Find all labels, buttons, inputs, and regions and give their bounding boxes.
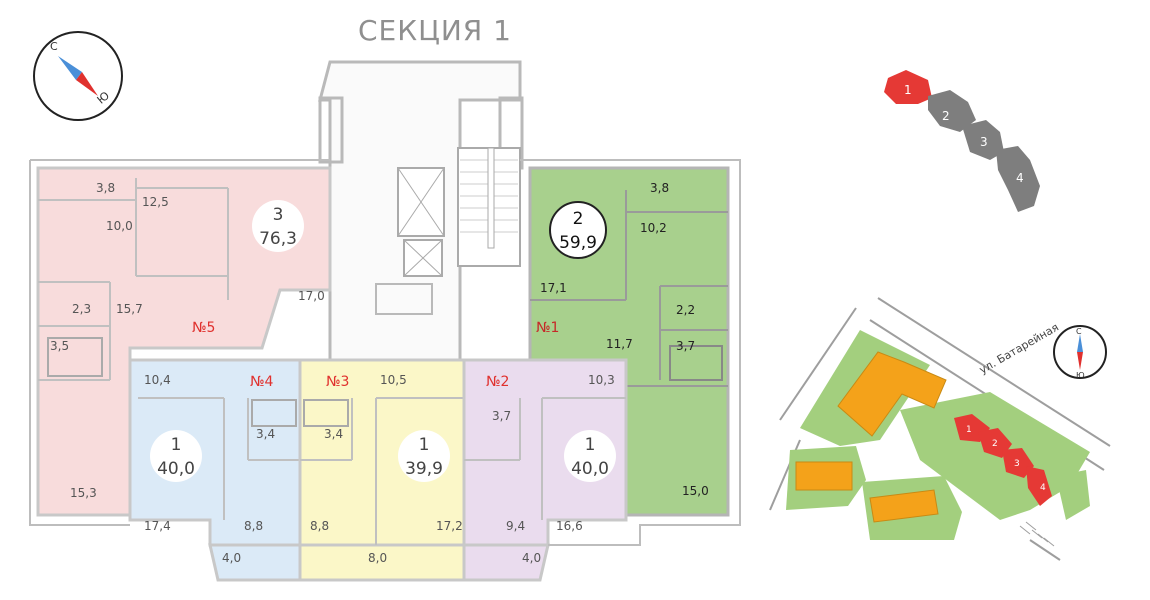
key-plan-section-3[interactable] bbox=[962, 120, 1004, 160]
street-label: ул. Батарейная bbox=[977, 321, 1061, 377]
building-outline bbox=[29, 159, 741, 546]
room-area: 16,6 bbox=[556, 519, 583, 533]
room-area: 10,3 bbox=[588, 373, 615, 387]
site-compass: С Ю bbox=[1053, 325, 1107, 380]
room-area: 9,4 bbox=[506, 519, 525, 533]
room-area: 11,7 bbox=[606, 337, 633, 351]
apt4-number: №4 bbox=[250, 374, 274, 390]
apt1-badge: 2 59,9 bbox=[549, 201, 607, 259]
apt1-area: 59,9 bbox=[559, 233, 597, 253]
apt3-rooms: 1 bbox=[419, 435, 430, 455]
bathtub-apt5 bbox=[47, 337, 103, 377]
room-area: 2,3 bbox=[72, 302, 91, 316]
section-title: СЕКЦИЯ 1 bbox=[358, 14, 512, 47]
key-plan-section-1[interactable] bbox=[884, 70, 932, 104]
room-area: 3,7 bbox=[676, 339, 695, 353]
site-building-orange bbox=[869, 489, 939, 523]
room-area: 15,0 bbox=[682, 484, 709, 498]
site-compass-north-needle bbox=[1077, 334, 1083, 352]
apt2-badge: 1 40,0 bbox=[564, 430, 616, 482]
site-plan: 1 2 3 4 ул. Батарейная С Ю bbox=[769, 297, 1111, 561]
bathtub-apt4 bbox=[251, 399, 297, 427]
room-area: 10,5 bbox=[380, 373, 407, 387]
apartment-2-balcony bbox=[462, 543, 550, 582]
room-area: 3,4 bbox=[324, 427, 343, 441]
room-area: 3,5 bbox=[50, 339, 69, 353]
room-area: 17,2 bbox=[436, 519, 463, 533]
room-area: 10,0 bbox=[106, 219, 133, 233]
key-plan-label-1: 1 bbox=[904, 83, 912, 97]
apt5-rooms: 3 bbox=[273, 205, 284, 225]
site-section-label: 3 bbox=[1014, 459, 1020, 469]
room-area: 4,0 bbox=[522, 551, 541, 565]
room-area: 10,4 bbox=[144, 373, 171, 387]
apt3-number: №3 bbox=[326, 374, 349, 390]
compass: С Ю bbox=[33, 31, 123, 121]
room-area: 8,0 bbox=[368, 551, 387, 565]
site-section-label: 1 bbox=[966, 425, 972, 435]
apt2-area: 40,0 bbox=[571, 459, 609, 479]
site-section-label: 4 bbox=[1040, 483, 1046, 493]
room-area: 3,8 bbox=[96, 181, 115, 195]
key-plan-section-2[interactable] bbox=[928, 90, 976, 132]
apt4-area: 40,0 bbox=[157, 459, 195, 479]
key-plan-label-4: 4 bbox=[1016, 171, 1024, 185]
key-plan: 1 2 3 4 bbox=[884, 70, 1040, 212]
room-area: 2,2 bbox=[676, 303, 695, 317]
site-section-label: 2 bbox=[992, 439, 998, 449]
apt2-rooms: 1 bbox=[585, 435, 596, 455]
site-building-orange bbox=[795, 461, 853, 491]
room-area: 4,0 bbox=[222, 551, 241, 565]
room-area: 8,8 bbox=[310, 519, 329, 533]
site-section-4[interactable] bbox=[1026, 466, 1052, 506]
room-area: 3,7 bbox=[492, 409, 511, 423]
floor-plan: 3 76,3 2 59,9 1 40,0 1 39,9 1 40,0 bbox=[29, 60, 741, 582]
apt3-badge: 1 39,9 bbox=[398, 430, 450, 482]
key-plan-label-2: 2 bbox=[942, 109, 950, 123]
apartment-5[interactable] bbox=[36, 166, 332, 517]
apt4-badge: 1 40,0 bbox=[150, 430, 202, 482]
site-compass-north-label: С bbox=[1076, 327, 1082, 336]
site-compass-south-label: Ю bbox=[1076, 371, 1085, 380]
compass-south-needle bbox=[76, 72, 98, 96]
compass-north-needle bbox=[58, 56, 82, 80]
apt5-badge: 3 76,3 bbox=[252, 200, 304, 252]
apt5-number: №5 bbox=[192, 320, 215, 336]
apt5-area: 76,3 bbox=[259, 229, 297, 249]
room-area: 15,7 bbox=[116, 302, 143, 316]
site-grass bbox=[1056, 470, 1090, 520]
site-building-orange bbox=[837, 351, 947, 437]
compass-north-label: С bbox=[50, 40, 58, 53]
site-section-3[interactable] bbox=[1002, 448, 1034, 478]
key-plan-section-4[interactable] bbox=[996, 146, 1040, 212]
room-area: 17,4 bbox=[144, 519, 171, 533]
apt1-rooms: 2 bbox=[573, 209, 584, 229]
bathtub-apt3 bbox=[303, 399, 349, 427]
room-area: 3,4 bbox=[256, 427, 275, 441]
room-area: 12,5 bbox=[142, 195, 169, 209]
apt1-number: №1 bbox=[536, 320, 559, 336]
apt2-number: №2 bbox=[486, 374, 509, 390]
apt4-rooms: 1 bbox=[171, 435, 182, 455]
bathtub-apt1 bbox=[669, 345, 723, 381]
room-area: 17,1 bbox=[540, 281, 567, 295]
site-compass-south-needle bbox=[1077, 352, 1083, 370]
apt3-area: 39,9 bbox=[405, 459, 443, 479]
room-area: 17,0 bbox=[298, 289, 325, 303]
room-area: 15,3 bbox=[70, 486, 97, 500]
room-area: 8,8 bbox=[244, 519, 263, 533]
room-area: 3,8 bbox=[650, 181, 669, 195]
parking-spots bbox=[1019, 521, 1055, 547]
room-area: 10,2 bbox=[640, 221, 667, 235]
key-plan-label-3: 3 bbox=[980, 135, 988, 149]
